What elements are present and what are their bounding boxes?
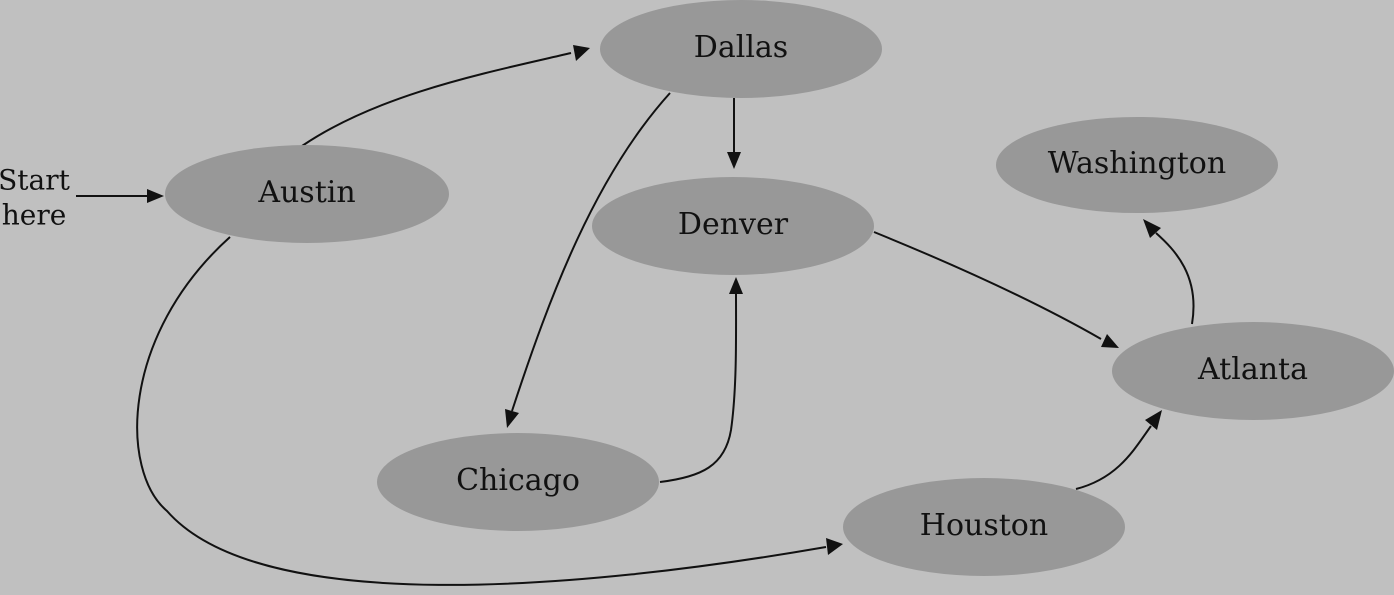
- edge-austin-to-dallas-arrowhead: [573, 45, 590, 61]
- node-chicago-shape: [377, 433, 659, 531]
- edge-dallas-to-chicago: [511, 92, 671, 412]
- edge-denver-to-atlanta-arrowhead: [1101, 334, 1119, 348]
- edge-chicago-to-denver-arrowhead: [729, 277, 743, 294]
- edge-dallas-to-denver-arrowhead: [727, 152, 741, 169]
- node-dallas: Dallas: [600, 0, 882, 98]
- edge-dallas-to-chicago-arrowhead: [505, 409, 519, 428]
- edge-denver-to-atlanta: [873, 231, 1102, 340]
- nodes-layer: Austin Dallas Denver Washington Atlanta: [165, 0, 1394, 576]
- node-dallas-label: Dallas: [694, 30, 788, 65]
- node-chicago-label: Chicago: [456, 463, 580, 498]
- node-atlanta: Atlanta: [1112, 322, 1394, 420]
- node-atlanta-label: Atlanta: [1197, 352, 1308, 387]
- node-houston: Houston: [843, 478, 1125, 576]
- node-dallas-shape: [600, 0, 882, 98]
- node-washington-label: Washington: [1048, 146, 1226, 181]
- edge-houston-to-atlanta: [1075, 425, 1152, 490]
- edge-austin-to-houston: [136, 236, 827, 586]
- edge-houston-to-atlanta-arrowhead: [1145, 410, 1162, 430]
- node-denver: Denver: [592, 177, 874, 275]
- start-label-line-2: here: [2, 199, 67, 232]
- edge-start-to-austin-arrowhead: [147, 189, 164, 203]
- edge-austin-to-houston-arrowhead: [826, 538, 843, 555]
- node-houston-shape: [843, 478, 1125, 576]
- edge-austin-to-dallas: [301, 52, 572, 147]
- node-austin-shape: [165, 145, 449, 243]
- node-denver-label: Denver: [678, 207, 789, 242]
- start-label-line-1: Start: [0, 164, 71, 197]
- node-atlanta-shape: [1112, 322, 1394, 420]
- node-washington-shape: [996, 117, 1278, 213]
- node-chicago: Chicago: [377, 433, 659, 531]
- edge-atlanta-to-washington-arrowhead: [1143, 219, 1161, 238]
- start-label: Start here: [0, 164, 71, 232]
- node-austin-label: Austin: [257, 175, 355, 210]
- node-austin: Austin: [165, 145, 449, 243]
- edges-layer: [76, 45, 1195, 586]
- node-washington: Washington: [996, 117, 1278, 213]
- edge-atlanta-to-washington: [1155, 232, 1195, 325]
- node-denver-shape: [592, 177, 874, 275]
- node-houston-label: Houston: [920, 508, 1048, 543]
- edge-chicago-to-denver: [659, 293, 738, 483]
